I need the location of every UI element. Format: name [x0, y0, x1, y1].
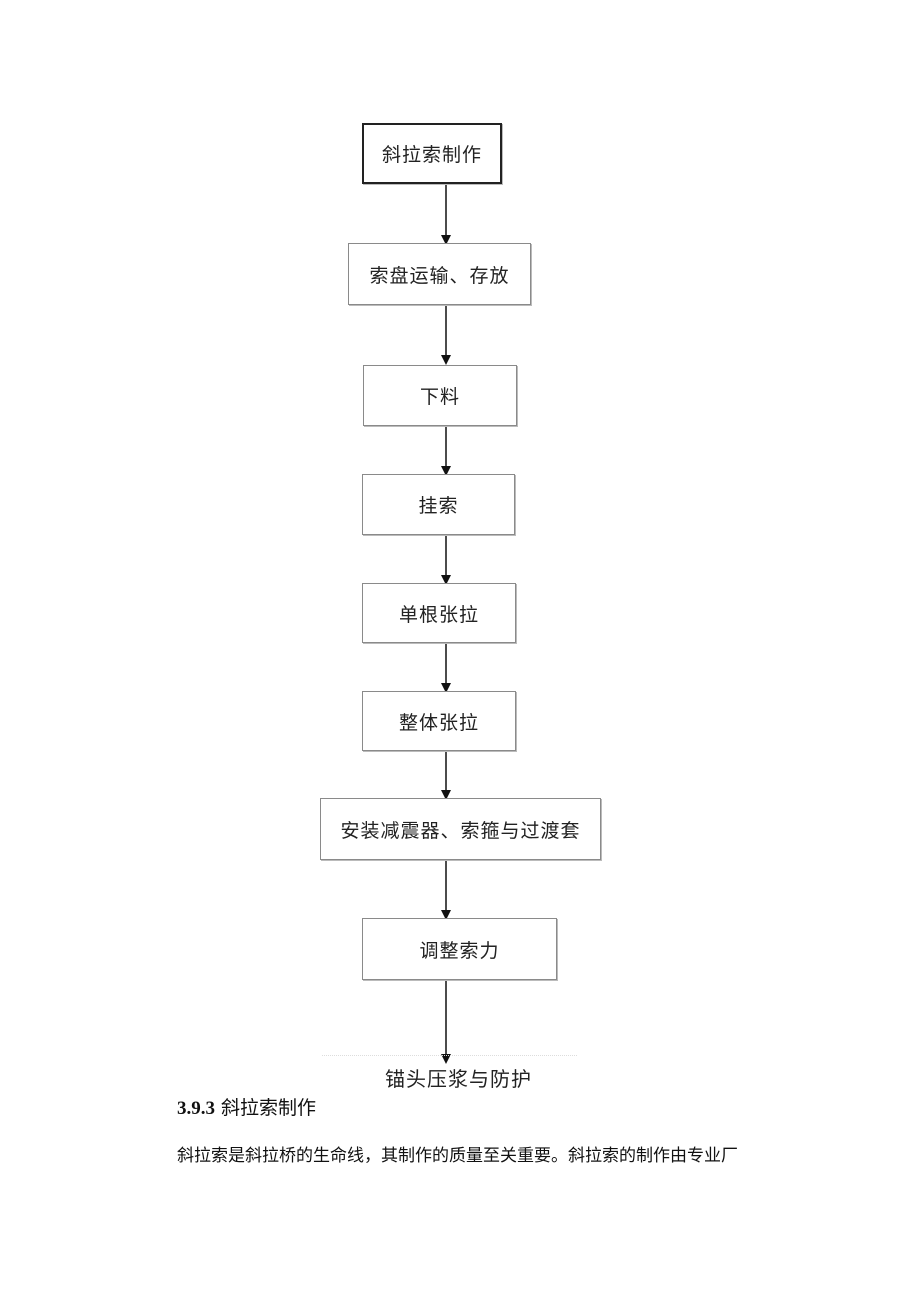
- faint-divider: [322, 1055, 577, 1056]
- flow-step-label: 单根张拉: [398, 603, 479, 626]
- flow-step-transport-storage: 索盘运输、存放: [348, 243, 531, 305]
- flow-step-label: 斜拉索制作: [381, 144, 482, 166]
- flow-step-install-damper: 安装减震器、索箍与过渡套: [320, 798, 601, 860]
- flow-step-label: 下料: [419, 386, 460, 408]
- flow-step-cable-fabrication: 斜拉索制作: [362, 123, 502, 184]
- flow-step-label: 整体张拉: [398, 711, 479, 734]
- flow-step-overall-tension: 整体张拉: [362, 691, 516, 751]
- flow-step-label: 挂索: [418, 495, 459, 517]
- flow-step-label: 调整索力: [419, 939, 500, 962]
- flow-step-single-strand-tension: 单根张拉: [362, 583, 516, 643]
- flow-step-adjust-cable-force: 调整索力: [362, 918, 557, 980]
- flow-step-hanging: 挂索: [362, 474, 515, 535]
- body-paragraph: 斜拉索是斜拉桥的生命线，其制作的质量至关重要。斜拉索的制作由专业厂: [177, 1146, 738, 1166]
- flow-step-cutting: 下料: [363, 365, 517, 426]
- section-heading: 3.9.3 斜拉索制作: [177, 1093, 316, 1120]
- flow-step-label: 安装减震器、索箍与过渡套: [340, 819, 581, 842]
- flow-step-label: 索盘运输、存放: [369, 264, 510, 287]
- flow-final-step: 锚头压浆与防护: [385, 1067, 532, 1091]
- section-number: 3.9.3: [177, 1098, 215, 1119]
- section-title: 斜拉索制作: [221, 1097, 317, 1119]
